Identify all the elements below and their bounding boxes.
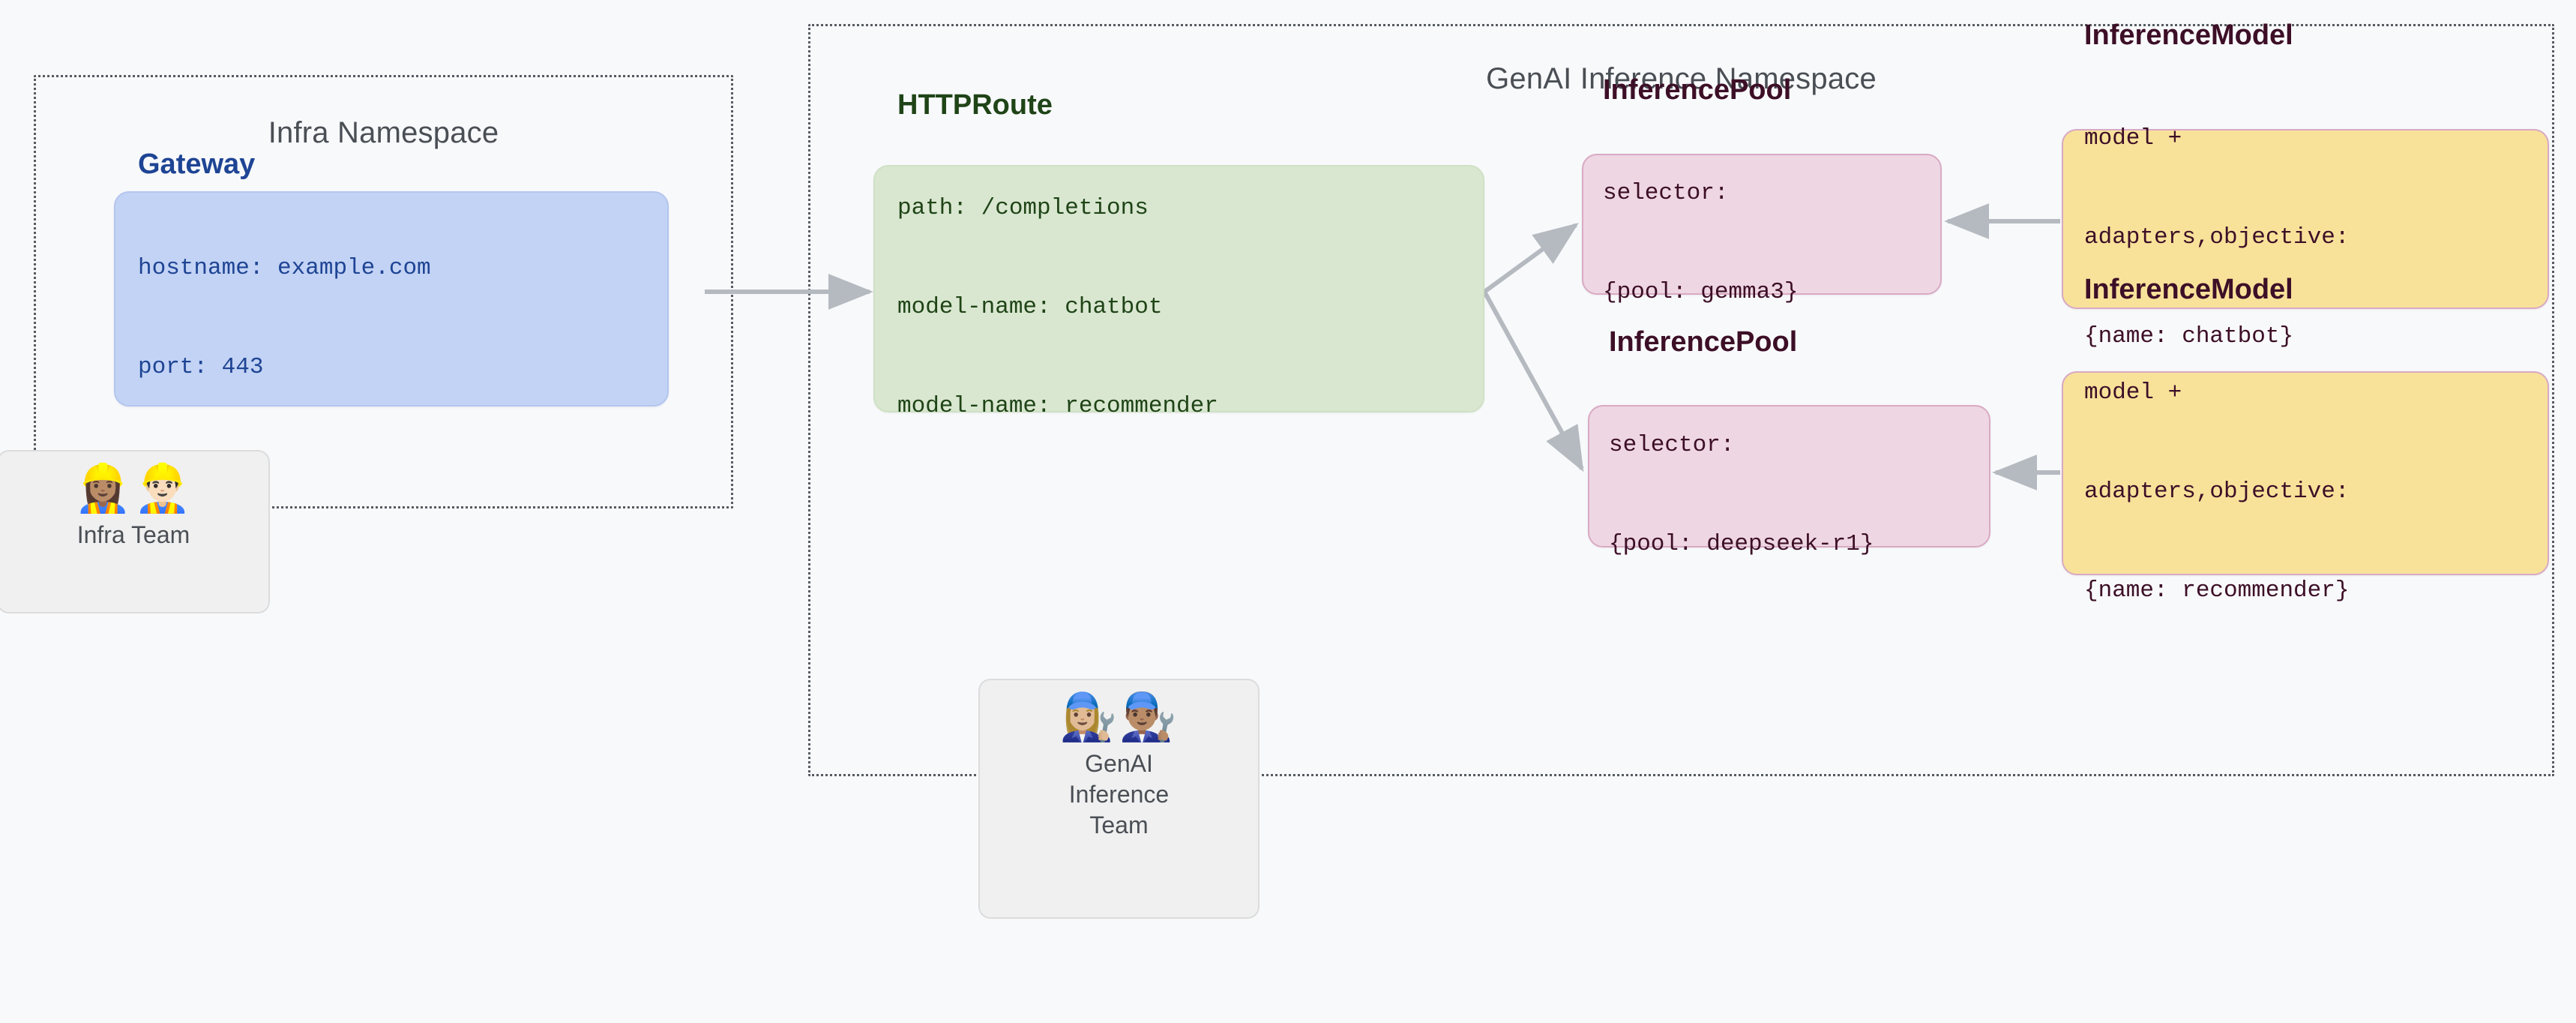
inferencepool-deepseek-prop-selector-value: {pool: deepseek-r1} <box>1609 531 1874 558</box>
inferencemodel-recommender-prop-name: {name: recommender} <box>2084 578 2350 604</box>
inferencemodel-recommender-title: InferenceModel <box>2084 273 2293 305</box>
inferencepool-deepseek-prop-selector: selector: <box>1609 432 1735 459</box>
inferencemodel-chatbot-prop-name: {name: chatbot} <box>2084 323 2294 350</box>
httproute-prop-model-name-chatbot: model-name: chatbot <box>897 294 1163 321</box>
httproute-node[interactable]: HTTPRoute path: /completions model-name:… <box>873 89 1484 419</box>
inferencepool-gemma3-title: InferencePool <box>1603 74 1792 106</box>
inferencemodel-recommender-prop-adapters: adapters,objective: <box>2084 478 2350 506</box>
gateway-node[interactable]: Gateway hostname: example.com port: 443 <box>114 148 669 406</box>
gateway-prop-hostname: hostname: example.com <box>138 254 431 281</box>
mechanics-icon: 👩🏼‍🔧👨🏽‍🔧 <box>1059 689 1179 744</box>
httproute-title: HTTPRoute <box>897 88 1053 121</box>
gateway-title: Gateway <box>138 148 256 181</box>
inferencepool-gemma3-properties: selector: {pool: gemma3} <box>1603 111 1921 375</box>
inferencepool-gemma3-prop-selector-value: {pool: gemma3} <box>1603 279 1799 306</box>
inferencemodel-recommender-properties: model + adapters,objective: {name: recom… <box>2084 310 2527 674</box>
genai-inference-team-label: GenAI Inference Team <box>1068 750 1170 838</box>
construction-workers-icon: 👷🏽‍♀️👷🏻‍♂️ <box>73 460 193 515</box>
infra-team-label: Infra Team <box>76 521 190 549</box>
infra-namespace-title: Infra Namespace <box>268 116 499 149</box>
httproute-prop-model-name-recommender: model-name: recommender <box>897 393 1218 420</box>
inferencemodel-chatbot-properties: model + adapters,objective: {name: chatb… <box>2084 56 2527 419</box>
httproute-prop-path: path: /completions <box>897 195 1149 222</box>
genai-namespace-boundary: GenAI Inference Namespace <box>808 24 2554 776</box>
httproute-properties: path: /completions model-name: chatbot m… <box>897 126 1460 489</box>
inferencepool-gemma3-prop-selector: selector: <box>1603 180 1729 207</box>
inferencepool-deepseek-node[interactable]: InferencePool selector: {pool: deepseek-… <box>1588 326 1990 557</box>
inferencemodel-recommender-node[interactable]: InferenceModel model + adapters,objectiv… <box>2062 274 2549 604</box>
infra-team-card[interactable]: 👷🏽‍♀️👷🏻‍♂️ Infra Team <box>0 450 270 614</box>
inferencemodel-recommender-prop-model: model + <box>2084 380 2182 406</box>
inferencepool-deepseek-title: InferencePool <box>1609 326 1798 358</box>
genai-inference-team-card[interactable]: 👩🏼‍🔧👨🏽‍🔧 GenAI Inference Team <box>978 679 1260 919</box>
inferencemodel-chatbot-node[interactable]: InferenceModel model + adapters,objectiv… <box>2062 20 2549 350</box>
inferencepool-deepseek-properties: selector: {pool: deepseek-r1} <box>1609 363 1969 627</box>
inferencemodel-chatbot-title: InferenceModel <box>2084 19 2293 51</box>
genai-namespace-title: GenAI Inference Namespace <box>1486 62 1877 95</box>
inferencemodel-chatbot-prop-adapters: adapters,objective: <box>2084 224 2350 251</box>
gateway-prop-port: port: 443 <box>138 353 264 380</box>
inferencepool-gemma3-node[interactable]: InferencePool selector: {pool: gemma3} <box>1582 74 1942 305</box>
inferencemodel-chatbot-prop-model: model + <box>2084 125 2182 152</box>
gateway-properties: hostname: example.com port: 443 <box>138 186 645 450</box>
